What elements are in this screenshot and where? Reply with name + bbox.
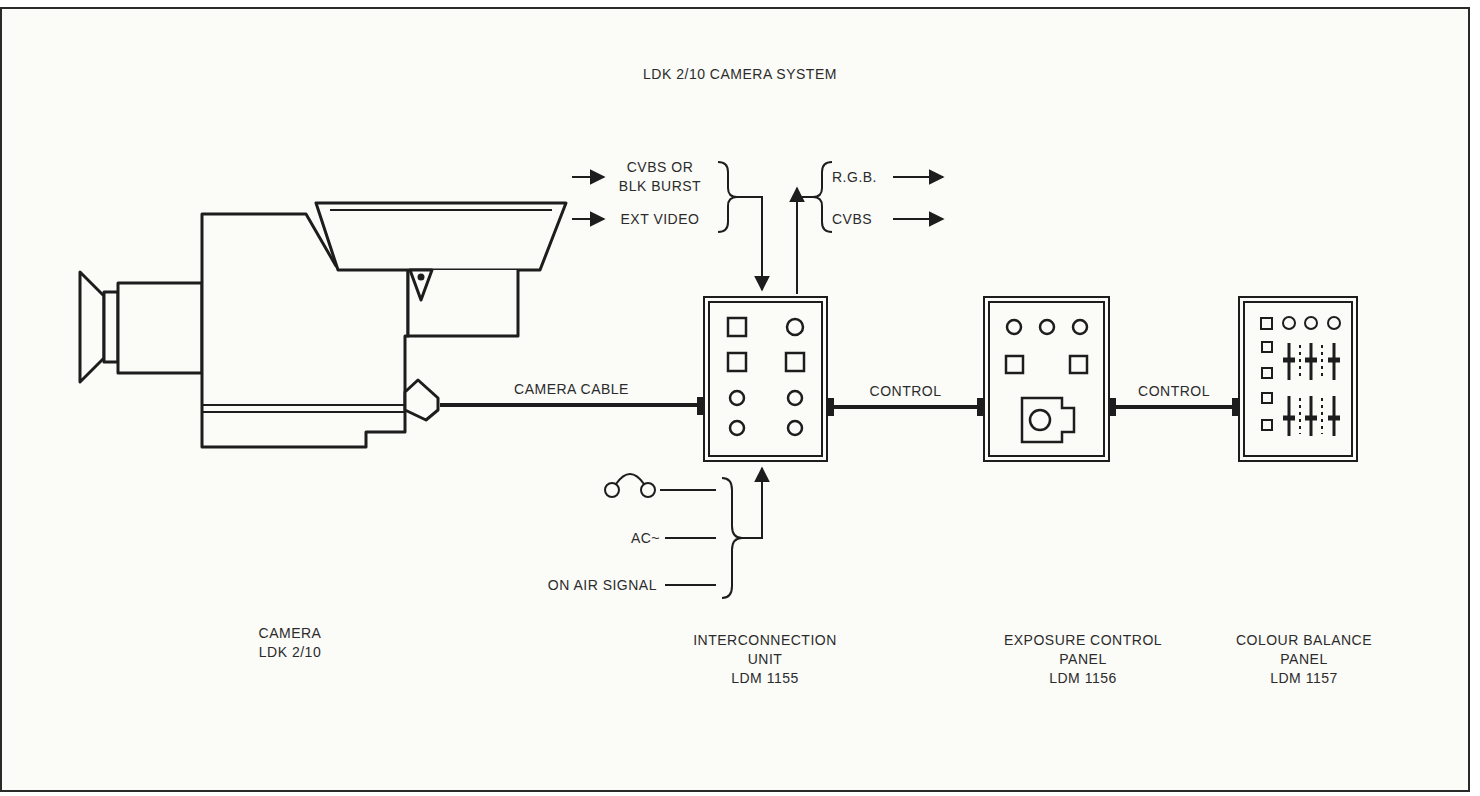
camera-drawing (316, 203, 566, 270)
colour-controls (1262, 368, 1272, 378)
unit-controls (730, 421, 744, 435)
exposure-controls (1022, 398, 1074, 442)
exposure-controls (1070, 356, 1087, 373)
node-caption: INTERCONNECTION UNITLDM 1155 (690, 631, 840, 688)
camera-node: CAMERALDK 2/10 (80, 200, 440, 452)
unit-controls (788, 421, 802, 435)
signal-name: ON AIR SIGNAL (548, 576, 657, 595)
signal-arrows (660, 490, 716, 585)
cable-line (1110, 405, 1238, 409)
model-number: LDK 2/10 (230, 643, 350, 662)
signal-arrows (605, 483, 619, 497)
camera-drawing (202, 405, 405, 412)
unit-controls (730, 391, 744, 405)
unit-controls (786, 353, 804, 371)
cable-label: CONTROL (867, 382, 945, 401)
signal-arrows (797, 196, 813, 198)
signal-arrows (718, 162, 737, 232)
node-caption: EXPOSURE CONTROL PANELLDM 1156 (998, 631, 1168, 688)
colour-controls (1300, 345, 1322, 434)
cable-line (440, 403, 703, 407)
signal-name: CVBS OR BLK BURST (616, 158, 704, 196)
page-frame (1, 8, 1469, 791)
signal-name: CVBS (832, 210, 872, 229)
cable-label: CAMERA CABLE (511, 380, 632, 399)
unit-name: EXPOSURE CONTROL PANEL (998, 631, 1168, 669)
unit-controls (728, 318, 746, 336)
camera-drawing (104, 292, 118, 362)
model-number: LDM 1157 (1224, 669, 1384, 688)
signal-arrows (641, 483, 655, 497)
camera-drawing (405, 380, 438, 420)
unit-controls (728, 353, 746, 371)
camera-drawing (80, 203, 566, 447)
node-caption: CAMERALDK 2/10 (230, 624, 350, 662)
signal-arrows (796, 188, 798, 294)
exposure-panel: EXPOSURE CONTROL PANELLDM 1156 (983, 296, 1110, 462)
signal-name: EXT VIDEO (621, 210, 700, 229)
unit-controls (787, 319, 803, 335)
colour-controls (1289, 343, 1334, 436)
signal-arrows (893, 218, 943, 220)
interconnection-unit: INTERCONNECTION UNITLDM 1155 (703, 296, 828, 462)
colour-controls (1262, 393, 1272, 403)
colour-panel: COLOUR BALANCE PANELLDM 1157 (1238, 296, 1358, 462)
colour-controls (1283, 360, 1340, 418)
signal-arrows (737, 197, 762, 290)
unit-controls (728, 318, 804, 435)
signal-name: AC~ (631, 529, 660, 548)
unit-controls (788, 391, 802, 405)
exposure-controls (1040, 320, 1054, 334)
camera-drawing (408, 270, 518, 336)
camera-drawing (118, 283, 202, 373)
colour-controls (1261, 318, 1272, 329)
exposure-controls (1006, 356, 1023, 373)
exposure-controls (1006, 320, 1087, 442)
cable-label: CONTROL (1135, 382, 1213, 401)
colour-controls (1283, 317, 1295, 329)
signal-arrows (722, 478, 742, 598)
signal-arrows (572, 218, 604, 220)
model-number: LDM 1156 (998, 669, 1168, 688)
colour-controls (1261, 317, 1340, 436)
node-caption: COLOUR BALANCE PANELLDM 1157 (1224, 631, 1384, 688)
exposure-controls (1007, 320, 1021, 334)
unit-name: COLOUR BALANCE PANEL (1224, 631, 1384, 669)
model-number: LDM 1155 (690, 669, 840, 688)
exposure-controls (1073, 320, 1087, 334)
camera-drawing (410, 270, 432, 300)
signal-arrows (742, 468, 762, 538)
diagram-title: LDK 2/10 CAMERA SYSTEM (540, 65, 940, 84)
signal-arrows (893, 176, 943, 178)
unit-name: INTERCONNECTION UNIT (690, 631, 840, 669)
signal-name: R.G.B. (832, 168, 877, 187)
colour-controls (1262, 342, 1272, 352)
camera-drawing (419, 275, 423, 279)
camera-drawing (330, 209, 552, 211)
colour-controls (1328, 317, 1340, 329)
signal-arrows (813, 162, 832, 232)
signal-arrows (616, 474, 644, 484)
exposure-controls (1030, 410, 1050, 430)
colour-controls (1305, 317, 1317, 329)
unit-name: CAMERA (230, 624, 350, 643)
camera-drawing (80, 272, 104, 382)
signal-arrows (572, 176, 604, 178)
colour-controls (1262, 420, 1272, 430)
cable-line (828, 405, 983, 409)
